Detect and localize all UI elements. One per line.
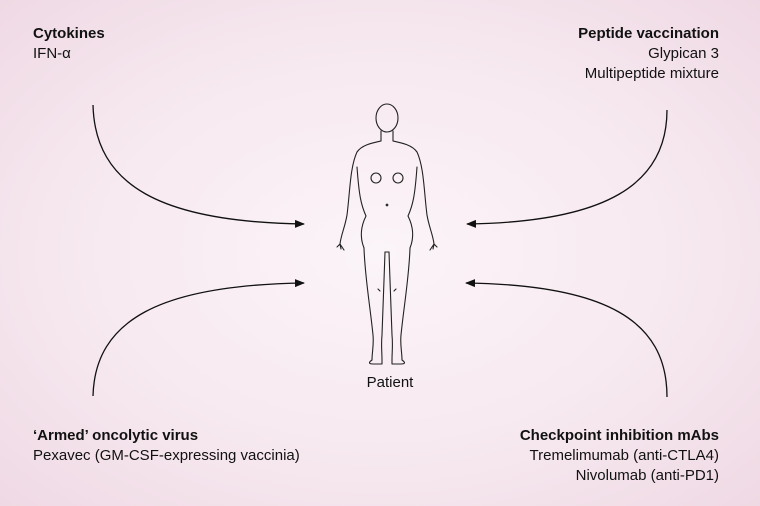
- peptide-vaccination-item: Multipeptide mixture: [584, 65, 719, 82]
- patient-label: Patient: [366, 374, 414, 391]
- cytokines-item: IFN-α: [33, 45, 71, 62]
- checkpoint-item: Nivolumab (anti-PD1): [575, 467, 719, 484]
- checkpoint-title: Checkpoint inhibition mAbs: [519, 427, 719, 444]
- cytokines-block: Cytokines IFN-α: [33, 24, 105, 64]
- oncolytic-virus-block: ‘Armed’ oncolytic virus Pexavec (GM-CSF-…: [33, 426, 300, 466]
- oncolytic-virus-item: Pexavec (GM-CSF-expressing vaccinia): [33, 447, 300, 464]
- oncolytic-virus-title: ‘Armed’ oncolytic virus: [33, 427, 199, 444]
- arrow-peptide-vaccination: [466, 109, 668, 228]
- arrow-checkpoint: [465, 279, 668, 398]
- checkpoint-block: Checkpoint inhibition mAbs Tremelimumab …: [520, 426, 719, 486]
- arrow-cytokines: [92, 104, 305, 228]
- patient-figure-icon: [336, 103, 438, 365]
- peptide-vaccination-title: Peptide vaccination: [578, 25, 719, 42]
- peptide-vaccination-item: Glypican 3: [648, 45, 719, 62]
- checkpoint-item: Tremelimumab (anti-CTLA4): [529, 447, 720, 464]
- peptide-vaccination-block: Peptide vaccination Glypican 3 Multipept…: [578, 24, 719, 84]
- cytokines-title: Cytokines: [33, 25, 105, 42]
- arrow-oncolytic-virus: [92, 279, 305, 397]
